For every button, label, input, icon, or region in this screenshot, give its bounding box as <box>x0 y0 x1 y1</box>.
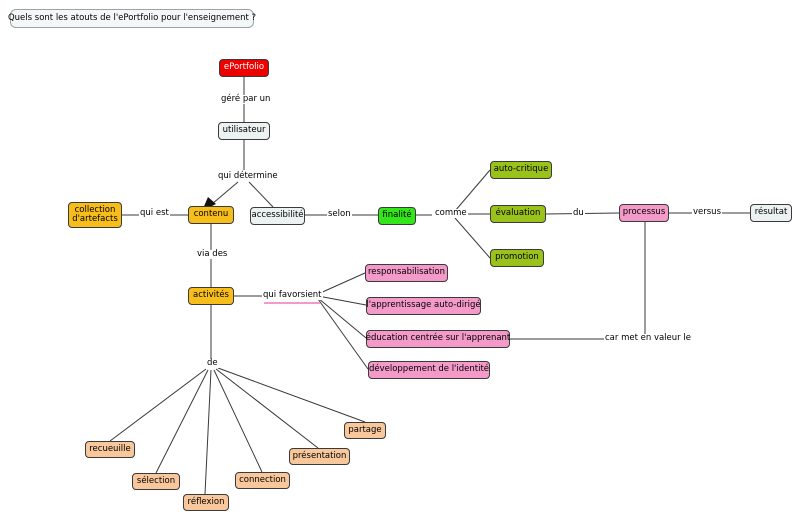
link-versus: versus <box>692 207 722 218</box>
link-qui-determine: qui détermine <box>217 171 279 182</box>
edge-comme-autocritique <box>454 169 491 212</box>
link-selon: selon <box>327 209 352 220</box>
node-eportfolio[interactable]: ePortfolio <box>219 59 269 77</box>
node-processus[interactable]: processus <box>619 204 669 222</box>
edge-comme-promotion <box>454 217 491 259</box>
page-title: Quels sont les atouts de l'ePortfolio po… <box>8 9 256 28</box>
edge-de-connection <box>213 369 263 473</box>
edge-determine-contenu <box>211 181 239 205</box>
node-accessibilite[interactable]: accessibilité <box>250 207 305 225</box>
edge-de-reflexion <box>204 369 212 495</box>
link-car-met-en-valeur: car met en valeur le <box>604 333 692 344</box>
node-collection-artefacts[interactable]: collection d'artefacts <box>68 202 122 228</box>
link-comme: comme <box>434 208 468 219</box>
edge-determine-accessibilite <box>248 181 274 208</box>
node-education-centree[interactable]: éducation centrée sur l'apprenant <box>366 330 510 348</box>
node-partage[interactable]: partage <box>344 422 386 439</box>
node-reflexion[interactable]: réflexion <box>183 494 229 511</box>
link-qui-favorisent: qui favorsient <box>262 290 323 301</box>
node-evaluation[interactable]: évaluation <box>490 205 546 223</box>
link-du: du <box>572 208 585 219</box>
edge-favorisent-responsabilisation <box>317 272 366 295</box>
node-selection[interactable]: sélection <box>132 473 180 490</box>
node-utilisateur[interactable]: utilisateur <box>218 122 270 140</box>
link-qui-est: qui est <box>139 208 170 219</box>
node-connection[interactable]: connection <box>235 472 290 489</box>
link-gere-par-un: géré par un <box>220 94 272 105</box>
edge-de-selection <box>155 369 209 474</box>
node-finalite[interactable]: finalité <box>378 207 416 225</box>
link-via-des: via des <box>196 249 229 260</box>
link-de: de <box>206 358 219 369</box>
node-responsabilisation[interactable]: responsabilisation <box>365 264 448 282</box>
node-developpement-identite[interactable]: développement de l'identité <box>368 361 490 379</box>
node-auto-critique[interactable]: auto-critique <box>490 161 552 179</box>
node-presentation[interactable]: présentation <box>289 448 350 465</box>
node-promotion[interactable]: promotion <box>490 249 544 267</box>
edge-de-presentation <box>215 368 319 449</box>
edge-favorisent-apprentissage <box>317 295 367 306</box>
node-resultat[interactable]: résultat <box>750 204 792 222</box>
node-activites[interactable]: activités <box>188 287 234 305</box>
edge-favorisent-education <box>317 297 367 339</box>
edge-de-recueuille <box>109 368 207 442</box>
node-apprentissage-auto-dirige[interactable]: l'apprentissage auto-dirigé <box>366 297 481 315</box>
edge-favorisent-developpement <box>317 298 369 370</box>
edge-de-partage <box>217 367 366 423</box>
node-recueuille[interactable]: recueuille <box>85 441 135 458</box>
node-contenu[interactable]: contenu <box>188 206 234 224</box>
